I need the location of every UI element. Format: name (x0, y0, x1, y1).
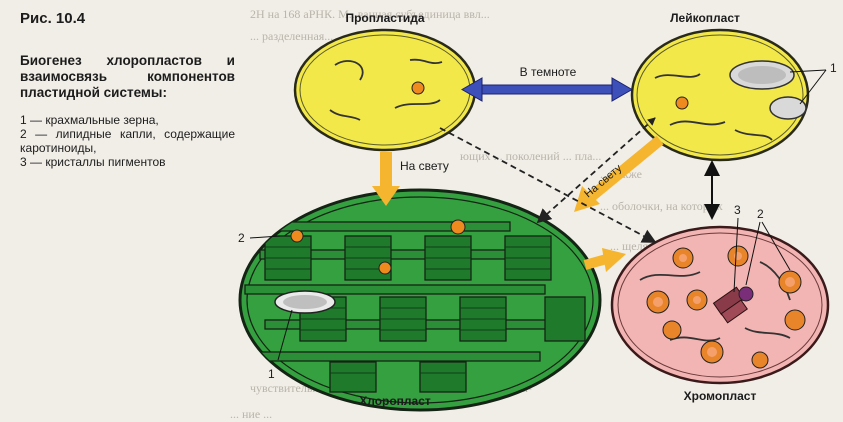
callout-1-chloroplast: 1 (268, 367, 275, 381)
callout-1-leucoplast: 1 (830, 61, 837, 75)
callout-3-chromoplast: 3 (734, 203, 741, 217)
dashed-arrow-leucoplast-chloroplast (536, 117, 656, 224)
svg-text:... оболочки, на которых: ... оболочки, на которых (600, 199, 723, 213)
chloroplast-label: Хлоропласт (359, 394, 431, 408)
proplastid (293, 28, 477, 152)
lipid-droplet (662, 320, 682, 340)
in-light-label-1: На свету (400, 159, 449, 173)
legend-item-lipid: 2 — липидные капли, содержащие каротинои… (20, 127, 235, 155)
starch-grain (769, 96, 807, 120)
svg-text:ющих ... поколений ... пла...: ющих ... поколений ... пла... (460, 149, 601, 163)
figure-number: Рис. 10.4 (20, 10, 86, 27)
lipid-droplet (751, 351, 769, 369)
pigment-crystal (720, 299, 748, 324)
caption-title: Биогенез хлоропластов и взаимосвязь комп… (20, 53, 235, 100)
lipid-droplet (675, 96, 689, 110)
in-dark-label: В темноте (520, 65, 577, 79)
dashed-arrow-proplastid-chromoplast (439, 127, 657, 243)
lipid-droplet (450, 219, 466, 235)
lipid-droplet (784, 309, 806, 331)
proplastid-to-chloroplast-arrow (372, 152, 400, 206)
legend-item-crystals: 3 — кристаллы пигментов (20, 155, 166, 169)
proplastid-label: Пропластида (345, 11, 424, 25)
chloroplast (238, 188, 602, 412)
legend-item-starch: 1 — крахмальные зерна, (20, 113, 159, 127)
in-dark-arrow (460, 77, 634, 102)
lipid-droplet (290, 229, 304, 243)
lipid-droplet (378, 261, 392, 275)
callout-2-chloroplast: 2 (238, 231, 245, 245)
leucoplast-to-chloroplast-arrow (574, 135, 664, 212)
proplastid-body (293, 28, 477, 152)
chromoplast-label: Хромопласт (684, 389, 757, 403)
lipid-droplet (411, 81, 425, 95)
svg-text:2Н на 168 аРНК. М...ванная суб: 2Н на 168 аРНК. М...ванная субъединица в… (250, 7, 490, 21)
svg-text:... ние ...: ... ние ... (230, 407, 272, 421)
caption-legend: 1 — крахмальные зерна, 2 — липидные капл… (20, 113, 235, 169)
callout-2-chromoplast: 2 (757, 207, 764, 221)
leucoplast (630, 28, 827, 162)
leucoplast-label: Лейкопласт (670, 11, 740, 25)
chloroplast-to-chromoplast-arrow (583, 248, 626, 272)
lipid-droplet (738, 286, 754, 302)
chromoplast (610, 217, 830, 385)
svg-text:... разделенная...: ... разделенная... (250, 29, 333, 43)
figure-caption: Рис. 10.4 Биогенез хлоропластов и взаимо… (20, 10, 235, 169)
